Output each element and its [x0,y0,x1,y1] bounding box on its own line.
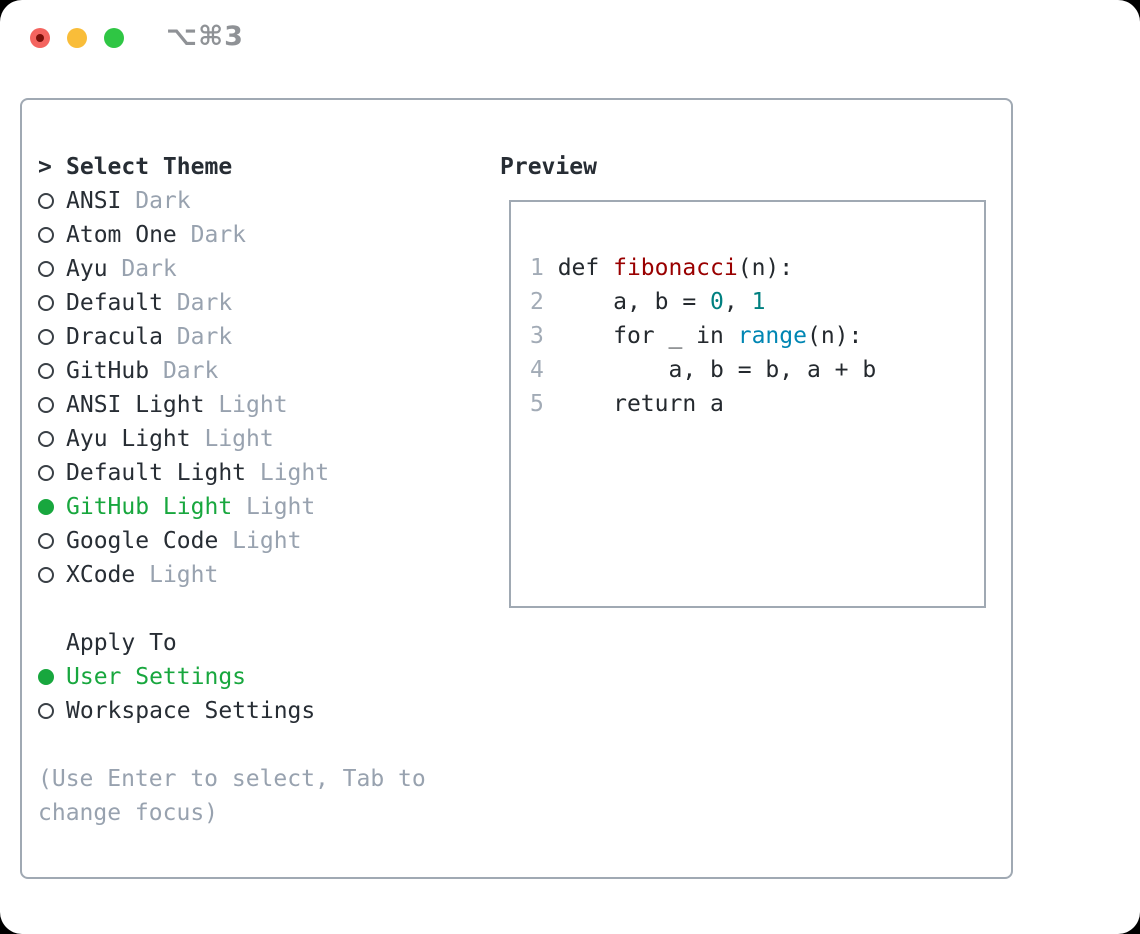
variant-label: Light [232,494,316,520]
zoom-button[interactable] [104,28,124,48]
option-label: Atom One [66,222,177,248]
variant-label: Dark [121,188,191,214]
prompt-icon: > [38,154,52,180]
theme-option-ayu-light[interactable]: Ayu Light Light [38,422,488,456]
radio-icon [38,261,66,277]
option-label: GitHub Light [66,494,233,520]
radio-icon [38,431,66,447]
theme-option-ansi-light[interactable]: ANSI Light Light [38,388,488,422]
variant-label: Dark [149,358,219,384]
variant-label: Light [218,528,302,554]
select-theme-title: Select Theme [66,154,233,180]
spacer [38,728,488,762]
radio-icon [38,669,66,685]
option-label: User Settings [66,664,247,690]
preview-title: Preview [500,154,597,180]
radio-icon [38,499,66,515]
spacer [38,592,488,626]
option-label: ANSI Light [66,392,205,418]
apply-option-workspace-settings[interactable]: Workspace Settings [38,694,488,728]
theme-option-default[interactable]: Default Dark [38,286,488,320]
option-label: Default Light [66,460,247,486]
option-label: Ayu Light [66,426,191,452]
close-icon [36,34,44,42]
window-shortcut-label: ⌥⌘3 [166,21,244,52]
variant-label: Light [190,426,274,452]
radio-icon [38,295,66,311]
theme-option-google-code[interactable]: Google Code Light [38,524,488,558]
option-label: Default [66,290,163,316]
option-label: Dracula [66,324,163,350]
radio-icon [38,397,66,413]
theme-option-default-light[interactable]: Default Light Light [38,456,488,490]
apply-to-header: Apply To [38,626,488,660]
apply-to-title: Apply To [66,630,177,656]
option-label: Google Code [66,528,219,554]
theme-option-ansi[interactable]: ANSI Dark [38,184,488,218]
code-line: 2 a, b = 0, 1 [530,289,766,315]
variant-label: Dark [162,324,233,350]
hint-line-2: change focus) [38,800,219,826]
variant-label: Light [204,392,288,418]
code-line: 3 for _ in range(n): [530,323,863,349]
variant-label: Dark [176,222,247,248]
code-block: 1 def fibonacci(n): 2 a, b = 0, 1 3 for _ … [530,251,976,455]
theme-option-github[interactable]: GitHub Dark [38,354,488,388]
close-button[interactable] [30,28,50,48]
preview-pane: 1 def fibonacci(n): 2 a, b = 0, 1 3 for _ … [509,200,986,608]
apply-option-user-settings[interactable]: User Settings [38,660,488,694]
radio-icon [38,193,66,209]
code-line: 4 a, b = b, a + b [530,357,877,383]
hint-line-1: (Use Enter to select, Tab to [38,766,426,792]
radio-icon [38,567,66,583]
option-label: ANSI [66,188,122,214]
variant-label: Dark [107,256,177,282]
radio-icon [38,533,66,549]
variant-label: Light [246,460,330,486]
option-label: Ayu [66,256,108,282]
minimize-button[interactable] [67,28,87,48]
code-line: 5 return a [530,391,724,417]
variant-label: Light [135,562,219,588]
code-line: 1 def fibonacci(n): [530,255,794,281]
radio-icon [38,363,66,379]
option-label: Workspace Settings [66,698,316,724]
radio-icon [38,329,66,345]
theme-option-atom-one[interactable]: Atom One Dark [38,218,488,252]
theme-option-dracula[interactable]: Dracula Dark [38,320,488,354]
variant-label: Dark [162,290,233,316]
theme-picker-panel [20,98,1013,879]
select-theme-header: > Select Theme [38,150,488,184]
radio-icon [38,465,66,481]
blank-line [530,421,976,455]
option-label: GitHub [66,358,150,384]
theme-option-xcode[interactable]: XCode Light [38,558,488,592]
radio-icon [38,227,66,243]
option-label: XCode [66,562,136,588]
theme-option-github-light[interactable]: GitHub Light Light [38,490,488,524]
theme-option-ayu[interactable]: Ayu Dark [38,252,488,286]
radio-icon [38,703,66,719]
